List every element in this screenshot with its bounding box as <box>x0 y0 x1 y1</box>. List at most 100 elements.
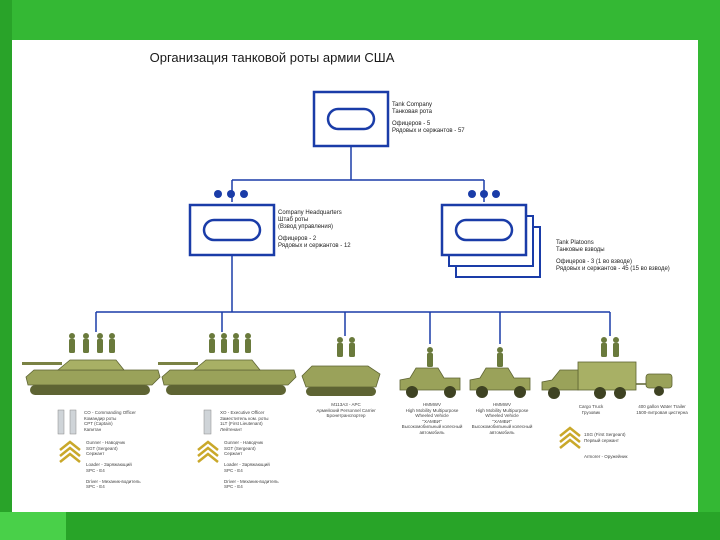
caption-line: XO - Executive Officer <box>220 410 265 415</box>
platoons-node[interactable] <box>440 190 541 278</box>
hq-echelon-dot <box>214 190 222 198</box>
company-enlisted: Рядовых и сержантов - 57 <box>392 128 465 134</box>
hq-name-ru: Штаб роты <box>278 217 309 223</box>
crew-line: SPC - E4 <box>224 467 243 473</box>
chevron-sergeant-icon <box>197 440 219 463</box>
unit-3-caption: M113A3 - APC Армейский Personnel Carrier… <box>308 402 384 419</box>
platoons-enlisted: Рядовых и сержантов - 45 (15 во взводе) <box>556 266 670 272</box>
crew-line: 1SG (First Sergeant) <box>584 432 626 437</box>
caption-line: автомобиль <box>419 429 445 435</box>
caption-line: "ХАМВИ" <box>492 418 512 424</box>
unit-1-group[interactable] <box>22 333 161 463</box>
truck-icon <box>541 361 637 399</box>
unit-6-group[interactable] <box>541 337 673 449</box>
unit-2-caption: XO - Executive Officer Заместитель ком. … <box>220 410 269 432</box>
caption-line: 400 gallon Water Trailer <box>638 404 686 409</box>
crew-line: SPC - E4 <box>86 484 105 489</box>
platoons-label: Tank Platoons Танковые взводы Офицеров -… <box>556 240 670 273</box>
hq-node[interactable] <box>188 190 276 257</box>
connector-lines <box>95 147 611 344</box>
platoons-name-en: Tank Platoons <box>556 240 594 246</box>
hq-symbol <box>202 218 262 242</box>
tank-icon <box>158 359 297 395</box>
hq-note: (Взвод управления) <box>278 224 333 230</box>
caption-line: Высокомобильный колесный <box>471 424 533 429</box>
apc-icon <box>301 365 381 396</box>
platoon-echelon-dot <box>492 190 500 198</box>
crew-line: SPC - E4 <box>86 467 105 473</box>
platoon-echelon-dot <box>468 190 476 198</box>
unit-7-caption: 400 gallon Water Trailer 1500-литровая ц… <box>632 404 692 415</box>
caption-line: Командир роты <box>84 415 117 421</box>
unit-2-group[interactable] <box>158 333 297 463</box>
crew-soldiers <box>69 333 115 353</box>
company-node[interactable] <box>312 90 390 148</box>
caption-line: Cargo Truck <box>578 404 604 409</box>
unit-4-caption: HMMWV High Mobility Multipurpose Wheeled… <box>394 402 470 435</box>
unit-2-crew-list: Gunner - Наводчик SGT (Sergeant) Сержант… <box>224 440 279 490</box>
caption-line: "ХАМВИ" <box>422 418 442 424</box>
company-symbol <box>326 107 376 131</box>
humvee-icon <box>469 367 531 398</box>
trailer-icon <box>636 373 673 396</box>
platoon-symbol <box>454 218 514 242</box>
tank-icon <box>22 359 161 395</box>
unit-1-crew-list: Gunner - Наводчик SGT (Sergeant) Сержант… <box>86 440 141 490</box>
platoons-name-ru: Танковые взводы <box>556 247 605 253</box>
company-name-en: Tank Company <box>392 102 433 108</box>
caption-line: CPT (Captain) <box>84 421 113 426</box>
chevron-first-sergeant-icon <box>559 426 581 449</box>
platoons-officers: Офицеров - 3 (1 во взводе) <box>556 259 633 265</box>
unit-4-group[interactable] <box>399 347 461 398</box>
crew-soldiers <box>209 333 251 353</box>
caption-line: M113A3 - APC <box>331 402 361 407</box>
hq-label: Company Headquarters Штаб роты (Взвод уп… <box>278 210 351 250</box>
diagram-panel: Организация танковой роты армии США <box>12 40 698 512</box>
caption-line: HMMWV <box>423 402 441 407</box>
crew-line: SPC - E4 <box>224 484 243 489</box>
crew-line: Armorer - Оружейник <box>584 454 628 459</box>
crew-line: Gunner - Наводчик <box>86 440 125 445</box>
crew-line: SGT (Sergeant) <box>86 445 118 451</box>
slide-left-strip <box>0 0 12 540</box>
hq-name-en: Company Headquarters <box>278 210 342 216</box>
crew-soldiers <box>497 347 503 367</box>
crew-soldiers <box>601 337 619 357</box>
slide-bottom-strip-light <box>0 512 66 540</box>
caption-line: Wheeled Vehicle <box>415 413 449 418</box>
unit-5-caption: HMMWV High Mobility Multipurpose Wheeled… <box>464 402 540 435</box>
chevron-sergeant-icon <box>59 440 81 463</box>
caption-line: Грузовик <box>581 409 601 415</box>
caption-line: Армейский Personnel Carrier <box>316 407 376 413</box>
caption-line: Высокомобильный колесный <box>401 424 463 429</box>
crew-line: Driver - Механик-водитель <box>224 478 279 484</box>
hq-enlisted: Рядовых и сержантов - 12 <box>278 243 351 249</box>
caption-line: CO - Commanding Officer <box>84 410 136 415</box>
crew-line: Loader - Заряжающий <box>224 462 270 467</box>
rank-insignia-lieutenant-bar <box>203 409 212 435</box>
caption-line: Бронетранспортер <box>326 413 366 418</box>
platoon-echelon-dot <box>480 190 488 198</box>
caption-line: автомобиль <box>489 429 515 435</box>
company-name-ru: Танковая рота <box>392 109 433 115</box>
page-title: Организация танковой роты армии США <box>149 50 395 65</box>
crew-line: Сержант <box>224 451 243 456</box>
caption-line: Заместитель ком. роты <box>220 415 269 421</box>
caption-line: High Mobility Multipurpose <box>475 407 529 413</box>
humvee-icon <box>399 367 461 398</box>
company-officers: Офицеров - 5 <box>392 121 431 127</box>
crew-line: Gunner - Наводчик <box>224 440 263 445</box>
crew-soldiers <box>427 347 433 367</box>
unit-5-group[interactable] <box>469 347 531 398</box>
unit-3-group[interactable] <box>301 337 381 396</box>
caption-line: Лейтенант <box>220 426 243 432</box>
crew-line: Driver - Механик-водитель <box>86 478 141 484</box>
org-chart <box>22 90 673 463</box>
crew-soldiers <box>337 337 355 357</box>
crew-line: Сержант <box>86 451 105 456</box>
unit-6-caption: Cargo Truck Грузовик <box>566 404 616 415</box>
company-label: Tank Company Танковая рота Офицеров - 5 … <box>392 102 465 135</box>
crew-line: Loader - Заряжающий <box>86 462 132 467</box>
hq-echelon-dot <box>227 190 235 198</box>
caption-line: 1500-литровая цистерна <box>636 409 688 415</box>
